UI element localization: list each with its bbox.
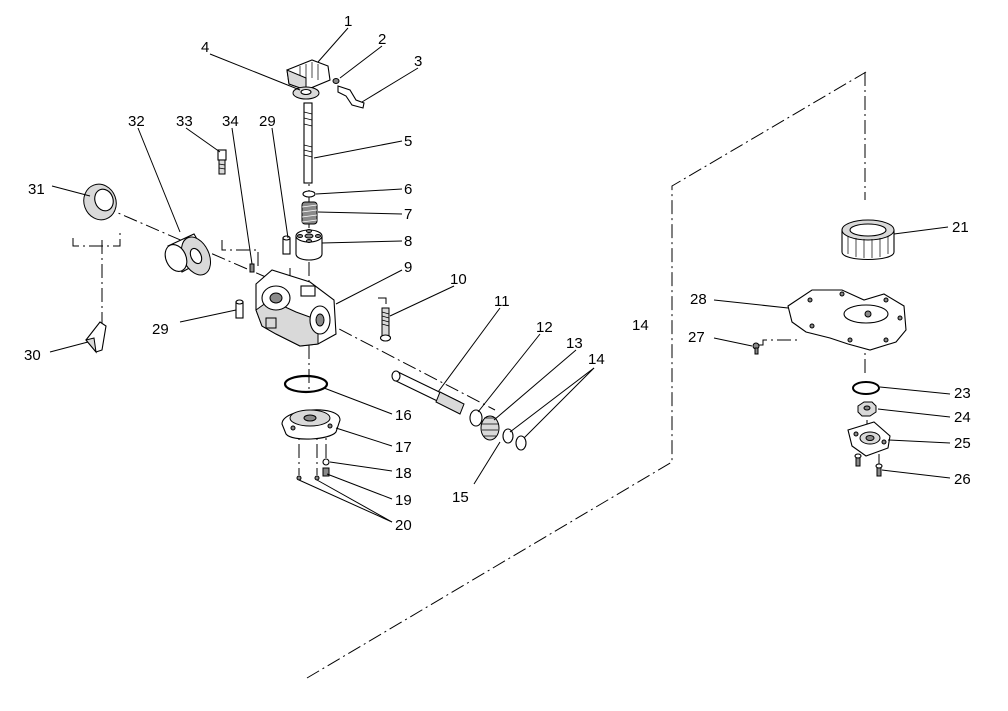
part-flange-screws [854, 453, 883, 477]
callout-4: 4 [201, 39, 209, 56]
callout-8: 8 [404, 233, 412, 250]
part-nut [857, 401, 877, 417]
callout-29-top: 29 [259, 113, 276, 130]
part-input-shaft [303, 102, 313, 184]
callout-14-right: 14 [588, 351, 605, 368]
callout-34: 34 [222, 113, 239, 130]
callout-11: 11 [494, 293, 510, 310]
callout-23: 23 [954, 385, 971, 402]
callout-9: 9 [404, 259, 412, 276]
parts [83, 59, 907, 481]
part-control-lever [286, 59, 331, 91]
callout-33: 33 [176, 113, 193, 130]
part-washer-b [515, 435, 527, 451]
part-pin [332, 78, 340, 84]
part-charge-pump-plate [281, 409, 341, 440]
part-check-ball [322, 458, 330, 466]
part-o-ring [283, 374, 329, 394]
callout-21: 21 [952, 219, 969, 236]
callout-13: 13 [566, 335, 583, 352]
callout-26: 26 [954, 471, 971, 488]
callout-20: 20 [395, 517, 412, 534]
part-cylinder-block [295, 229, 323, 261]
part-motor-barrel [841, 219, 895, 260]
callout-17: 17 [395, 439, 412, 456]
callout-2: 2 [378, 31, 386, 48]
part-gear [480, 415, 500, 441]
part-dowel-b [314, 475, 320, 481]
callout-labels: 1 2 3 4 5 6 7 8 9 10 11 12 13 14 14 15 1… [24, 13, 971, 534]
callout-10: 10 [450, 271, 467, 288]
part-cover-plate [787, 289, 907, 351]
part-bolt [379, 307, 392, 342]
part-snap-ring [852, 381, 880, 395]
callout-31: 31 [28, 181, 45, 198]
part-spring [301, 201, 318, 225]
callout-28: 28 [690, 291, 707, 308]
callout-14-center: 14 [632, 317, 649, 334]
callout-24: 24 [954, 409, 971, 426]
callout-16: 16 [395, 407, 412, 424]
part-check-spring [322, 467, 330, 477]
part-output-shaft [391, 370, 465, 415]
callout-5: 5 [404, 133, 412, 150]
part-dowel-a [296, 475, 302, 481]
callout-7: 7 [404, 206, 412, 223]
callout-1: 1 [344, 13, 352, 30]
part-retaining-ring [302, 190, 316, 198]
part-flange [847, 421, 891, 457]
callout-6: 6 [404, 181, 412, 198]
callout-32: 32 [128, 113, 145, 130]
callout-3: 3 [414, 53, 422, 70]
part-axle-bearing [83, 183, 117, 221]
part-shaft-ring [469, 409, 483, 427]
callout-15: 15 [452, 489, 469, 506]
callout-27: 27 [688, 329, 705, 346]
part-fitting [217, 149, 227, 175]
part-bearing-top [292, 86, 320, 100]
part-cover-screw [752, 342, 760, 355]
part-center-housing [255, 269, 337, 347]
part-arm [337, 85, 365, 109]
callout-12: 12 [536, 319, 553, 336]
part-washer-a [502, 428, 514, 444]
part-bypass-lever [85, 321, 107, 354]
part-small-pin [249, 263, 255, 273]
centerlines [72, 71, 880, 679]
callout-18: 18 [395, 465, 412, 482]
part-pump-block [164, 233, 212, 276]
callout-25: 25 [954, 435, 971, 452]
callout-19: 19 [395, 492, 412, 509]
callout-30: 30 [24, 347, 41, 364]
leader-lines [49, 27, 951, 523]
callout-29-left: 29 [152, 321, 169, 338]
